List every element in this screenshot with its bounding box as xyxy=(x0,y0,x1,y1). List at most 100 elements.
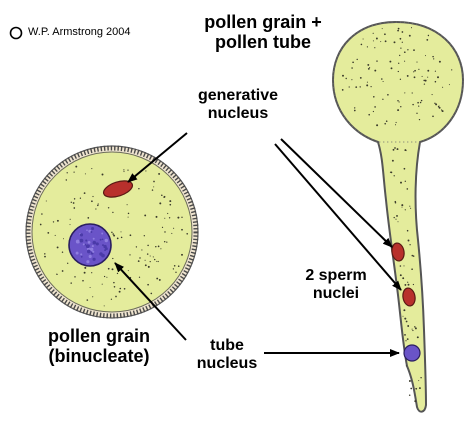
nucleus-texture-dot xyxy=(104,238,109,243)
stipple-dot xyxy=(56,246,59,249)
stipple-dot xyxy=(394,200,397,203)
stipple-dot xyxy=(167,212,169,215)
stipple-dot xyxy=(147,244,149,247)
stipple-dot xyxy=(126,204,128,206)
stipple-dot xyxy=(389,60,392,63)
arrow-generative-nucleus xyxy=(127,132,188,183)
stipple-dot xyxy=(146,253,149,255)
stipple-dot xyxy=(150,292,153,295)
stipple-dot xyxy=(406,338,409,340)
stipple-dot xyxy=(147,265,150,268)
stipple-dot xyxy=(56,219,59,222)
stipple-dot xyxy=(129,234,132,237)
pollen-grain-with-tube xyxy=(331,20,465,413)
stipple-dot xyxy=(438,60,441,63)
stipple-dot xyxy=(437,76,439,79)
stipple-dot xyxy=(348,86,350,88)
stipple-dot xyxy=(153,186,155,188)
stipple-dot xyxy=(75,165,78,168)
label-pollen-grain-tube-line2: pollen tube xyxy=(215,32,311,53)
label-generative-nucleus-line2: nucleus xyxy=(207,104,269,122)
stipple-dot xyxy=(84,173,86,175)
stipple-dot xyxy=(129,254,131,256)
nucleus-texture-dot xyxy=(101,253,105,258)
stipple-dot xyxy=(160,248,162,250)
stipple-dot xyxy=(410,207,412,209)
stipple-dot xyxy=(143,235,145,237)
nucleus-texture-dot xyxy=(92,240,97,245)
sperm-nucleus-upper xyxy=(391,242,405,262)
nucleus-texture-dot xyxy=(86,260,90,264)
pointer-arrows xyxy=(114,132,402,357)
label-sperm-nuclei-line2: nuclei xyxy=(312,284,360,302)
stipple-dot xyxy=(382,80,384,83)
stipple-dot xyxy=(149,255,151,257)
stipple-dot xyxy=(173,265,176,267)
nucleus-texture-dot xyxy=(90,231,93,233)
stipple-dot xyxy=(411,268,413,270)
stipple-dot xyxy=(380,41,382,43)
nucleus-texture-dot xyxy=(80,255,83,258)
stipple-dot xyxy=(163,195,166,198)
nucleus-texture-dot xyxy=(91,245,94,248)
stipple-dot xyxy=(411,92,413,94)
stipple-dot xyxy=(448,84,450,86)
nucleus-texture-dot xyxy=(87,241,91,244)
stipple-dot xyxy=(65,179,68,181)
stipple-dot xyxy=(127,270,129,272)
stipple-dot xyxy=(403,167,406,170)
stipple-dot xyxy=(398,101,400,103)
stipple-dot xyxy=(412,255,415,257)
arrow-tube-nucleus-left xyxy=(114,262,187,341)
copyright-symbol xyxy=(9,26,23,40)
stipple-dot xyxy=(404,92,406,94)
stipple-dot xyxy=(401,41,403,43)
stipple-dot xyxy=(95,208,97,210)
stipple-dot xyxy=(127,212,130,215)
stipple-dot xyxy=(374,47,376,49)
stipple-dot xyxy=(408,394,411,396)
pollen-grain-binucleate xyxy=(25,145,199,319)
stipple-dot xyxy=(137,260,140,262)
stipple-dot xyxy=(401,31,404,33)
stipple-dot xyxy=(79,197,82,199)
nucleus-texture-dot xyxy=(75,251,79,255)
stipple-dot xyxy=(434,70,436,72)
generative-nucleus xyxy=(102,180,134,198)
stipple-dot xyxy=(97,203,99,205)
stipple-dot xyxy=(404,149,407,152)
stipple-dot xyxy=(400,106,402,108)
stipple-dot xyxy=(89,286,91,289)
stipple-dot xyxy=(44,255,46,258)
nucleus-texture-dot xyxy=(91,226,95,231)
stipple-dot xyxy=(375,37,378,40)
stipple-dot xyxy=(418,387,421,390)
stipple-dot xyxy=(123,171,125,173)
stipple-dot xyxy=(92,296,94,298)
stipple-dot xyxy=(400,47,402,49)
stipple-dot xyxy=(434,102,436,104)
stipple-dot xyxy=(408,380,411,382)
stipple-dot xyxy=(159,202,162,205)
label-sperm-nuclei-line1: 2 sperm xyxy=(305,267,367,284)
stipple-dot xyxy=(381,28,383,30)
stipple-dot xyxy=(138,187,140,190)
stipple-dot xyxy=(421,75,423,77)
stipple-dot xyxy=(403,51,406,54)
stipple-dot xyxy=(417,101,419,104)
stipple-dot xyxy=(157,245,160,248)
stipple-dot xyxy=(186,232,189,235)
nucleus-texture-dot xyxy=(92,250,95,253)
stipple-dot xyxy=(352,61,354,64)
stipple-dot xyxy=(144,264,147,267)
stipple-dot xyxy=(91,200,93,203)
stipple-dot xyxy=(441,110,444,113)
nucleus-texture-dot xyxy=(101,238,104,241)
stipple-dot xyxy=(82,279,84,282)
stipple-dot xyxy=(366,84,369,87)
stipple-dot xyxy=(432,55,434,58)
stipple-dot xyxy=(412,329,414,332)
stipple-dot xyxy=(413,49,415,51)
nucleus-texture-dot xyxy=(85,239,88,242)
stipple-dot xyxy=(171,232,173,234)
